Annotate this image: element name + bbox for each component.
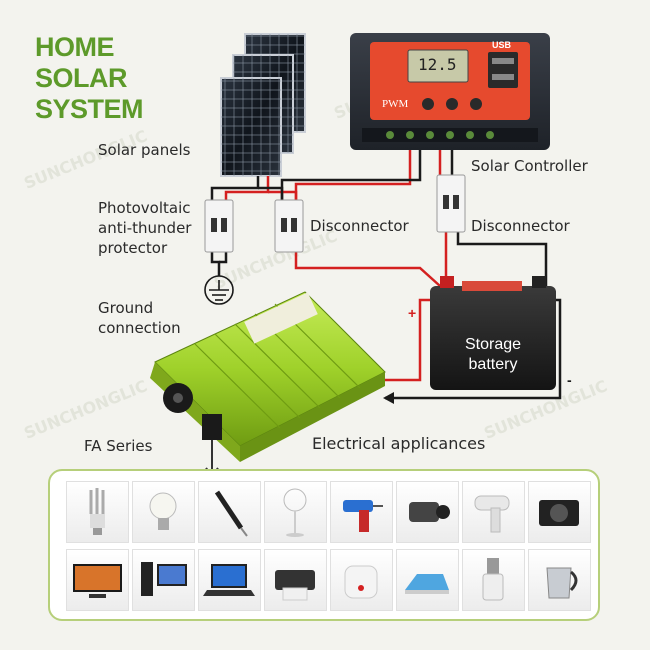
label-line: anti-thunder [98,219,192,237]
solar-controller [350,33,550,150]
label-line: Storage [464,336,522,353]
camcorder-icon [396,481,459,543]
positive-sign: + [408,305,417,321]
thunder-protector [204,199,234,253]
panel-wiring [210,150,562,400]
label-electrical-appliances: Electrical applicances [312,434,486,453]
page-title: HOME SOLAR SYSTEM [35,32,144,125]
clothes-iron-icon [396,549,459,611]
title-line: SOLAR [35,63,128,93]
power-inverter [150,291,386,462]
laptop-icon [198,549,261,611]
label-line: connection [98,319,181,337]
label-disconnector-right: Disconnector [471,217,570,235]
soldering-iron-icon [198,481,261,543]
desktop-computer-icon [132,549,195,611]
label-storage-battery: Storage battery [430,335,556,375]
controller-usb: USB [492,40,512,50]
hair-dryer-icon [462,481,525,543]
light-bulb-icon [132,481,195,543]
label-pv-protector: Photovoltaic anti-thunder protector [98,198,191,258]
label-fa-series: FA Series [84,437,153,455]
label-line: Ground [98,299,154,317]
label-line: Photovoltaic [98,199,191,217]
title-line: HOME [35,32,115,62]
storage-battery [430,276,556,390]
arrow-icon [383,392,394,404]
title-line: SYSTEM [35,94,144,124]
electric-fan-icon [264,481,327,543]
negative-sign: - [567,372,572,388]
appliances-panel [48,469,600,621]
controller-display: 12.5 [418,55,457,74]
camera-icon [528,481,591,543]
label-solar-panels: Solar panels [98,141,191,159]
label-line: battery [468,356,518,373]
power-drill-icon [330,481,393,543]
printer-icon [264,549,327,611]
juicer-icon [462,549,525,611]
cfl-bulb-icon [66,481,129,543]
disconnector-right [436,174,466,233]
ground-icon [204,275,234,305]
disconnector-left [274,199,304,253]
label-ground-connection: Ground connection [98,298,181,338]
label-disconnector-left: Disconnector [310,217,409,235]
rice-cooker-icon [330,549,393,611]
controller-mode: PWM [382,98,409,110]
television-icon [66,549,129,611]
label-solar-controller: Solar Controller [471,157,588,175]
electric-kettle-icon [528,549,591,611]
label-line: protector [98,239,168,257]
solar-panels [220,33,306,177]
